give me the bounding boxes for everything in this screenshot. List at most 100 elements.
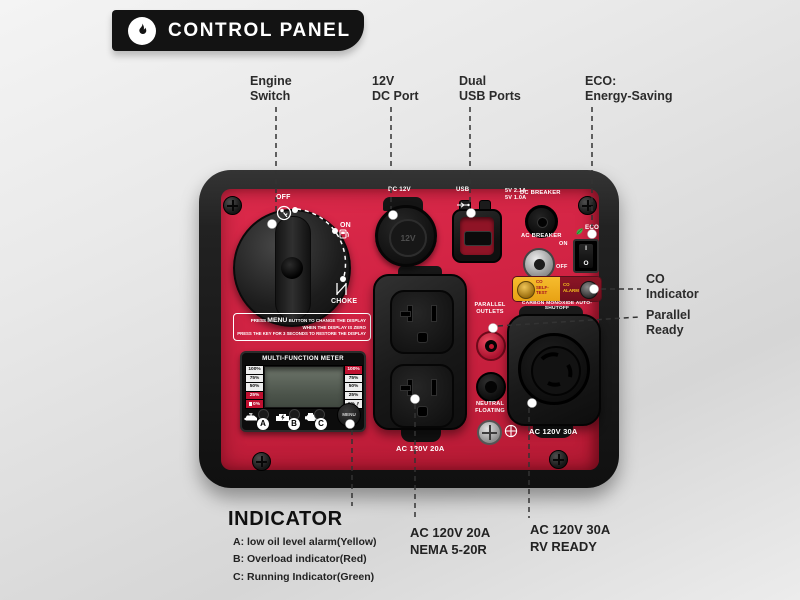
dual-usb-port[interactable] bbox=[452, 209, 502, 263]
outlet30-tab bbox=[533, 422, 573, 438]
callout-parallel-ready: Parallel Ready bbox=[646, 308, 691, 337]
eco-rocker-switch[interactable]: I O bbox=[573, 239, 599, 273]
slot bbox=[431, 379, 437, 396]
indicator-legend: A: low oil level alarm(Yellow) B: Overlo… bbox=[233, 534, 377, 586]
callout-co-indicator: CO Indicator bbox=[646, 272, 699, 301]
rocker-i-marking: I bbox=[585, 245, 587, 252]
neutral-floating-label: NEUTRAL FLOATING bbox=[475, 401, 505, 415]
scale-cell: 50% bbox=[246, 383, 263, 391]
note-line2: WHEN THE DISPLAY IS ZERO bbox=[302, 325, 366, 331]
callout-eco: ECO: Energy-Saving bbox=[585, 74, 673, 103]
co-module: CO SELF- TEST CO ALARM bbox=[512, 276, 602, 302]
eco-label: ECO bbox=[585, 224, 600, 231]
note-line3: PRESS THE KEY FOR 3 SECONDS TO RESTORE T… bbox=[237, 331, 366, 337]
receptacle-bottom[interactable] bbox=[390, 364, 454, 428]
co-alarm-indicator bbox=[580, 281, 598, 299]
parallel-outlets-label: PARALLEL OUTLETS bbox=[474, 302, 506, 316]
usb-trident-icon bbox=[456, 196, 470, 214]
indicator-item-a: A: low oil level alarm(Yellow) bbox=[233, 536, 377, 548]
scale-cell: 0% bbox=[246, 400, 263, 408]
fuel-pump-icon bbox=[249, 402, 253, 407]
banner: CONTROL PANEL bbox=[112, 10, 364, 51]
slot bbox=[431, 305, 437, 322]
neutral-ground-screw[interactable] bbox=[477, 420, 502, 445]
note-rest: BUTTON TO CHANGE THE DISPLAY bbox=[287, 318, 366, 323]
duplex-outlet-20a[interactable] bbox=[373, 274, 467, 430]
callout-outlet-20a: AC 120V 20A NEMA 5-20R bbox=[410, 525, 491, 557]
dc-breaker-label: DC BREAKER bbox=[520, 190, 561, 196]
note-press: PRESS bbox=[250, 318, 268, 323]
note-menu-word: MENU bbox=[267, 317, 288, 324]
lightning-icon bbox=[355, 401, 359, 407]
screw-icon bbox=[549, 450, 568, 469]
callout-12v-dc-port: 12V DC Port bbox=[372, 74, 419, 103]
flame-icon bbox=[128, 16, 156, 45]
meter-title: MULTI-FUNCTION METER bbox=[262, 355, 344, 362]
parallel-jack-red[interactable] bbox=[476, 331, 506, 361]
meter-right-scale: 100% 75% 50% 25% 0% bbox=[345, 366, 362, 408]
parallel-jack-black[interactable] bbox=[476, 372, 506, 402]
dc12v-socket[interactable]: 12V bbox=[375, 205, 437, 267]
callout-outlet-30a: AC 120V 30A RV READY bbox=[530, 522, 611, 554]
rocker-o-marking: O bbox=[583, 260, 589, 267]
ground-hole bbox=[417, 406, 428, 417]
knob-hub bbox=[281, 257, 303, 279]
engine-off-label: OFF bbox=[276, 194, 291, 201]
banner-title: CONTROL PANEL bbox=[168, 19, 351, 41]
meter-lcd-group: 100% 75% 50% 25% 0% 100% 75% 50% 25% 0% bbox=[245, 365, 363, 409]
scale-cell: 25% bbox=[345, 391, 362, 400]
scale-cell: 25% bbox=[246, 391, 263, 400]
meter-letter-b: B bbox=[288, 418, 300, 430]
rocker-on-label: ON bbox=[559, 241, 568, 247]
dc12v-socket-marking: 12V bbox=[389, 219, 427, 257]
outlet30-face bbox=[518, 333, 590, 405]
indicator-item-c: C: Running Indicator(Green) bbox=[233, 570, 375, 583]
ground-icon bbox=[504, 424, 518, 443]
scale-cell-text: 0% bbox=[253, 401, 260, 407]
scale-cell: 75% bbox=[345, 374, 362, 383]
slot bbox=[400, 385, 411, 391]
slot bbox=[400, 311, 411, 317]
co-self-test-section: CO SELF- TEST bbox=[513, 277, 560, 301]
dc-breaker-button[interactable] bbox=[525, 205, 558, 238]
engine-on-label: ON bbox=[340, 222, 351, 229]
callout-engine-switch: Engine Switch bbox=[250, 74, 292, 103]
co-self-test-label: CO SELF- TEST bbox=[536, 279, 549, 295]
engine-switch-knob[interactable] bbox=[233, 209, 351, 327]
twist-lock-outlet-30a[interactable] bbox=[507, 314, 601, 426]
ac-breaker-label: AC BREAKER bbox=[521, 233, 562, 239]
usb-connector bbox=[464, 231, 492, 246]
jack-hole bbox=[485, 340, 497, 352]
menu-button[interactable]: MENU bbox=[337, 403, 361, 427]
meter-letter-c: C bbox=[315, 418, 327, 430]
screw-icon bbox=[578, 196, 597, 215]
jack-hole bbox=[485, 381, 497, 393]
co-shutoff-label: CARBON MONOXIDE AUTO-SHUTOFF bbox=[521, 301, 593, 311]
rocker-off-label: OFF bbox=[556, 264, 568, 270]
menu-instruction-note: PRESS MENU BUTTON TO CHANGE THE DISPLAY … bbox=[233, 313, 371, 341]
scale-cell: 100% bbox=[345, 366, 362, 374]
meter-letter-a: A bbox=[257, 418, 269, 430]
overload-icon bbox=[275, 409, 290, 427]
scale-cell: 100% bbox=[246, 366, 263, 374]
screw-icon bbox=[223, 196, 242, 215]
outlet-mount-ear bbox=[401, 426, 441, 442]
screw-icon bbox=[252, 452, 271, 471]
callout-dual-usb-ports: Dual USB Ports bbox=[459, 74, 521, 103]
usb-spec-label: 5V 2.1A 5V 1.0A bbox=[505, 188, 527, 202]
ac20-panel-label: AC 120V 20A bbox=[396, 444, 445, 453]
ground-hole bbox=[417, 332, 428, 343]
leaf-icon bbox=[575, 223, 584, 241]
ac30-panel-label: AC 120V 30A bbox=[529, 427, 578, 436]
indicator-item-b: B: Overload indicator(Red) bbox=[233, 553, 367, 566]
receptacle-top[interactable] bbox=[390, 290, 454, 354]
oil-can-icon bbox=[244, 409, 258, 427]
co-alarm-section: CO ALARM bbox=[560, 277, 601, 301]
rocker-actuator bbox=[579, 244, 593, 268]
meter-lcd-display bbox=[264, 366, 344, 408]
usb-label: USB bbox=[456, 187, 470, 193]
co-self-test-button[interactable] bbox=[517, 281, 535, 299]
dc12v-label: DC 12V bbox=[388, 186, 411, 193]
indicator-title: INDICATOR bbox=[228, 508, 343, 530]
